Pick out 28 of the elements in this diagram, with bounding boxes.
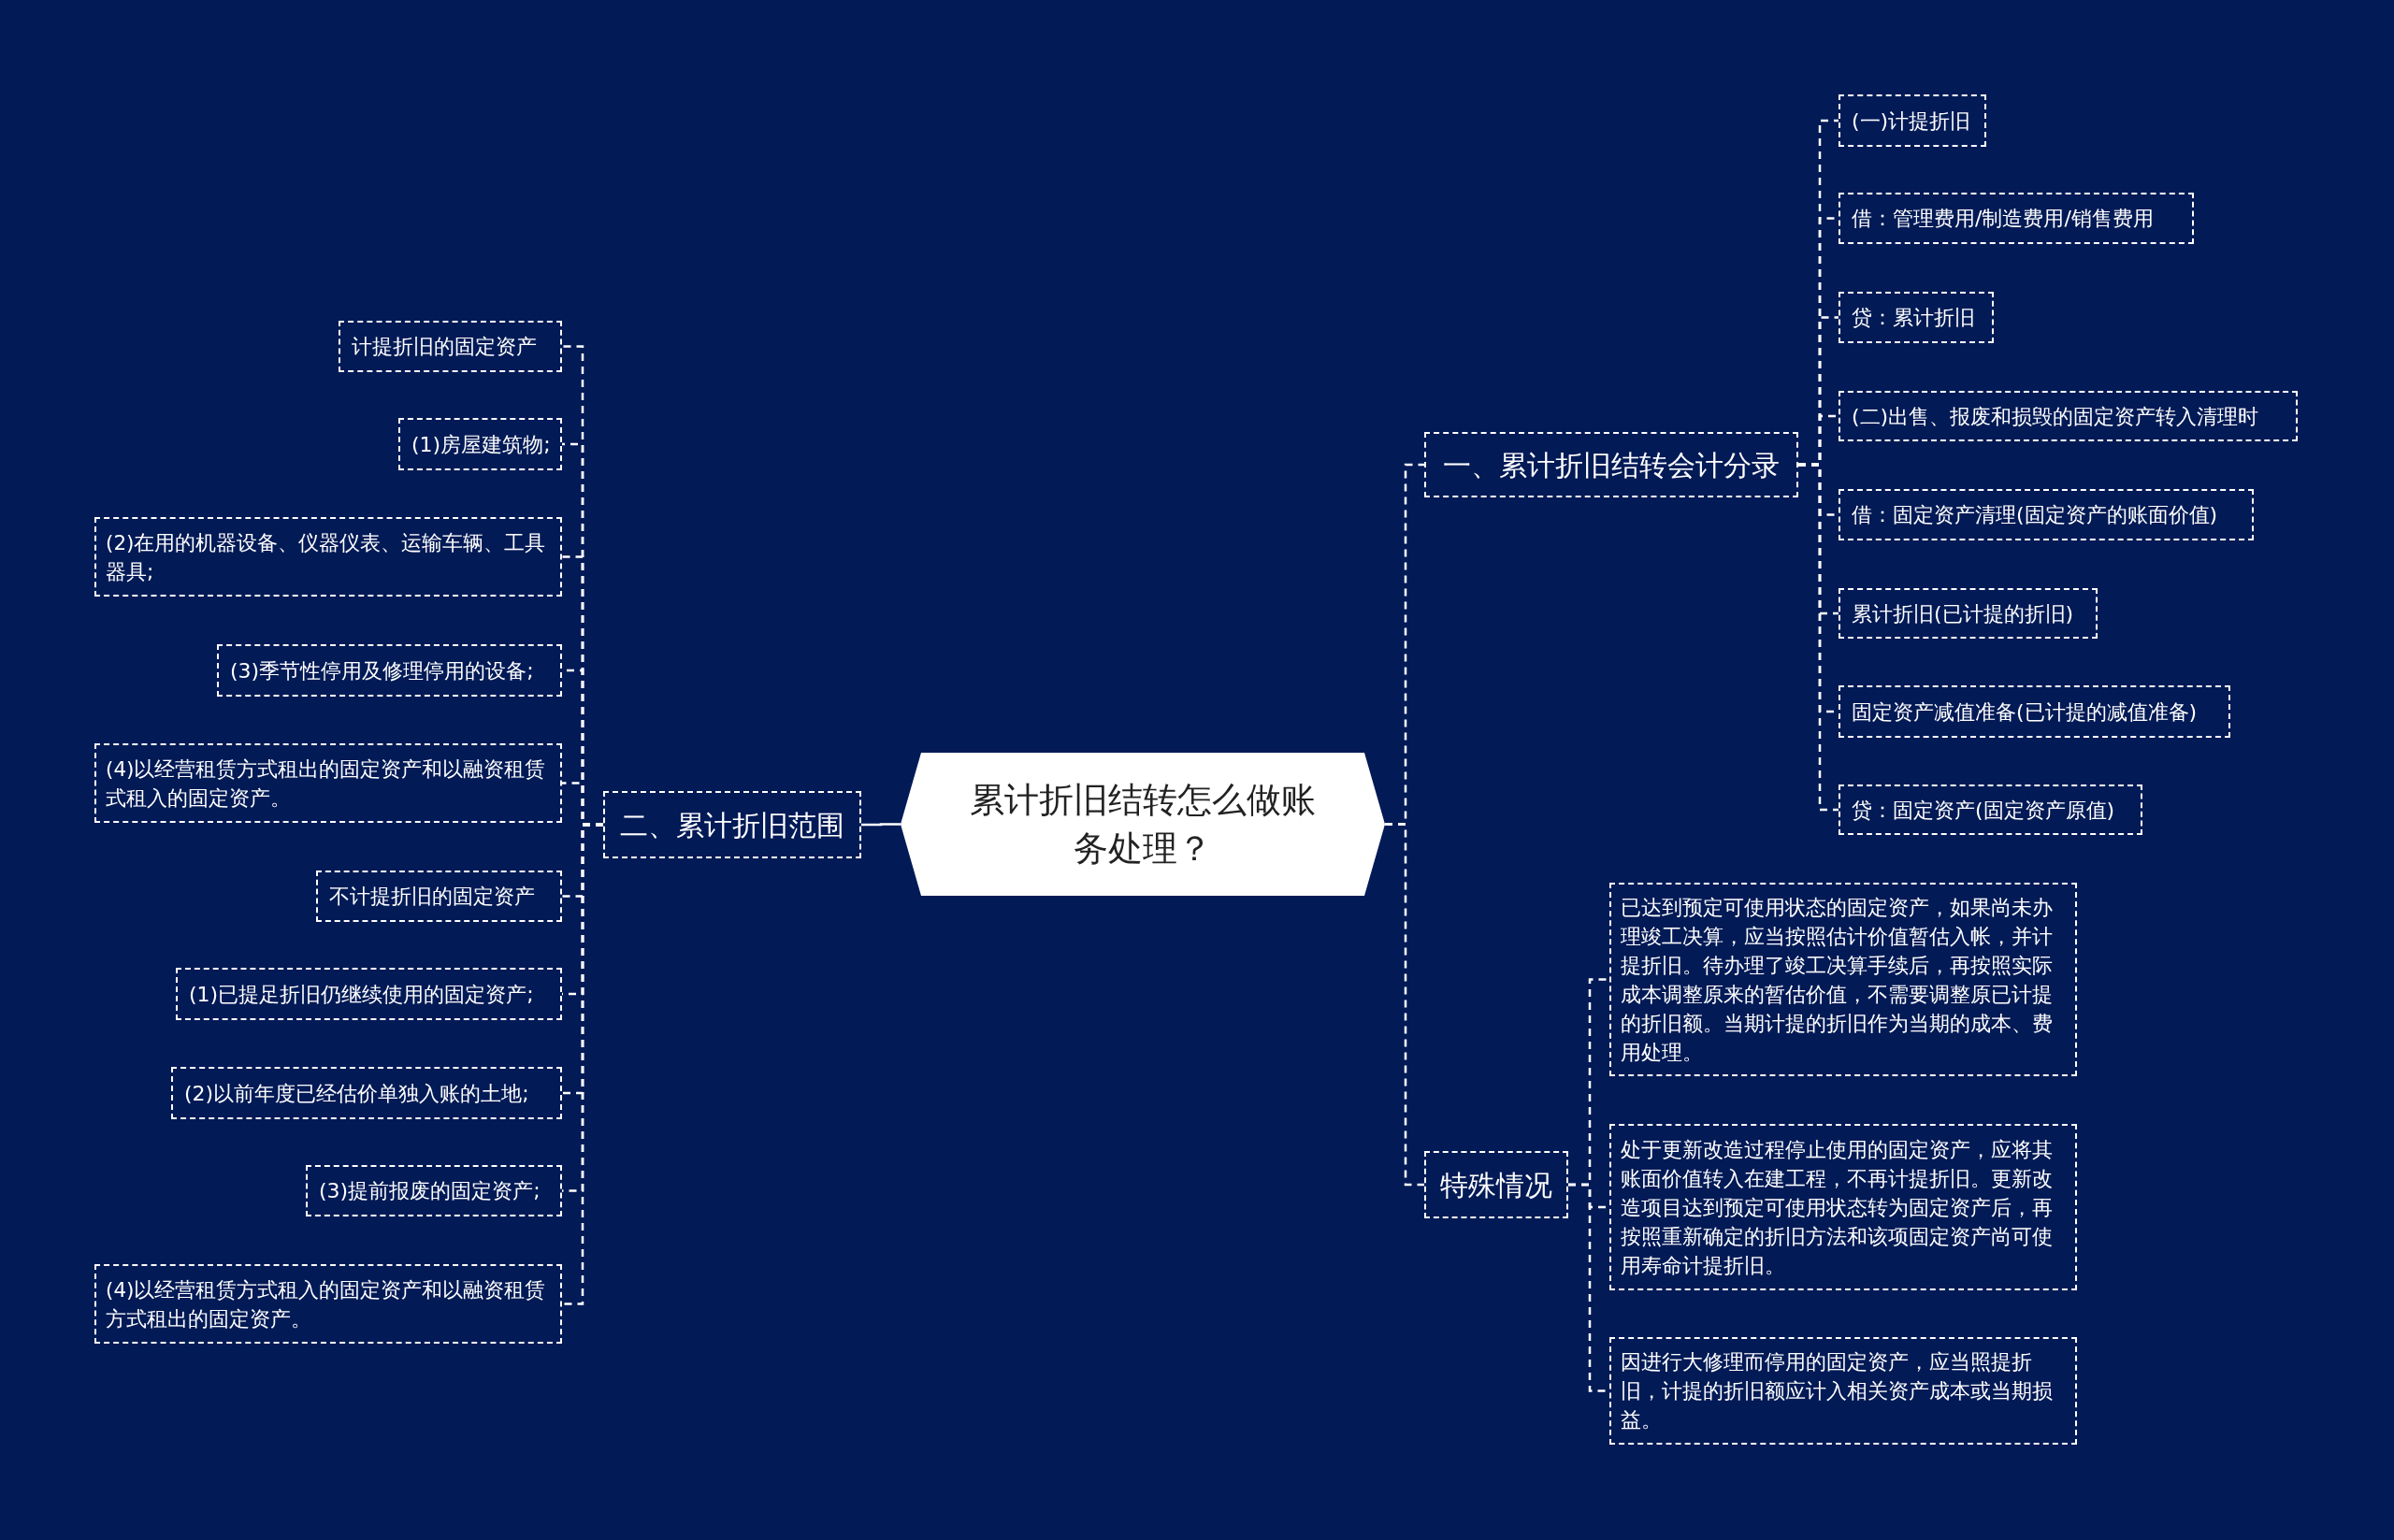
topic-box: 借：固定资产清理(固定资产的账面价值) — [1839, 489, 2254, 540]
topic-box: (4)以经营租赁方式租入的固定资产和以融资租赁方式租出的固定资产。 — [94, 1264, 562, 1344]
topic-box: (1)已提足折旧仍继续使用的固定资产; — [176, 968, 562, 1020]
topic-box: (1)房屋建筑物; — [398, 418, 562, 470]
hexagon-node: 累计折旧结转怎么做账务处理？ — [901, 753, 1385, 896]
topic-box: (2)以前年度已经估价单独入账的土地; — [171, 1067, 562, 1119]
topic-box: 累计折旧(已计提的折旧) — [1839, 588, 2098, 639]
topic-box: 借：管理费用/制造费用/销售费用 — [1839, 193, 2194, 244]
topic-box: 贷：固定资产(固定资产原值) — [1839, 784, 2142, 835]
topic-box: 二、累计折旧范围 — [603, 791, 861, 858]
topic-box: 处于更新改造过程停止使用的固定资产，应将其账面价值转入在建工程，不再计提折旧。更新改造项目达到预定可使用状态转为固定资产后，再按照重新确定的折旧方法和该项固定资产尚可使用寿命计提折旧。 — [1609, 1124, 2077, 1290]
topic-box: (一)计提折旧 — [1839, 94, 1986, 147]
topic-box: 特殊情况 — [1424, 1151, 1568, 1218]
connector — [1798, 463, 1839, 812]
connector — [861, 823, 901, 827]
topic-box: 因进行大修理而停用的固定资产，应当照提折旧，计提的折旧额应计入相关资产成本或当期损益。 — [1609, 1337, 2077, 1445]
topic-box: 已达到预定可使用状态的固定资产，如果尚未办理竣工决算，应当按照估计价值暂估入帐，并计提折旧。待办理了竣工决算手续后，再按照实际成本调整原来的暂估价值，不需要调整原已计提的折旧额。当期计提的折旧作为当期的成本、费用处理。 — [1609, 883, 2077, 1076]
connector — [1385, 823, 1424, 1187]
topic-box: (二)出售、报废和损毁的固定资产转入清理时 — [1839, 391, 2298, 441]
topic-box: 计提折旧的固定资产 — [339, 321, 562, 372]
topic-box: 不计提折旧的固定资产 — [316, 871, 562, 922]
topic-box: (2)在用的机器设备、仪器仪表、运输车辆、工具器具; — [94, 517, 562, 597]
topic-box: (4)以经营租赁方式租出的固定资产和以融资租赁式租入的固定资产。 — [94, 743, 562, 823]
topic-box: (3)季节性停用及修理停用的设备; — [217, 644, 562, 697]
topic-box: (3)提前报废的固定资产; — [306, 1165, 562, 1216]
topic-box: 固定资产减值准备(已计提的减值准备) — [1839, 685, 2230, 738]
topic-box: 贷：累计折旧 — [1839, 292, 1994, 343]
topic-box: 一、累计折旧结转会计分录 — [1424, 432, 1798, 497]
